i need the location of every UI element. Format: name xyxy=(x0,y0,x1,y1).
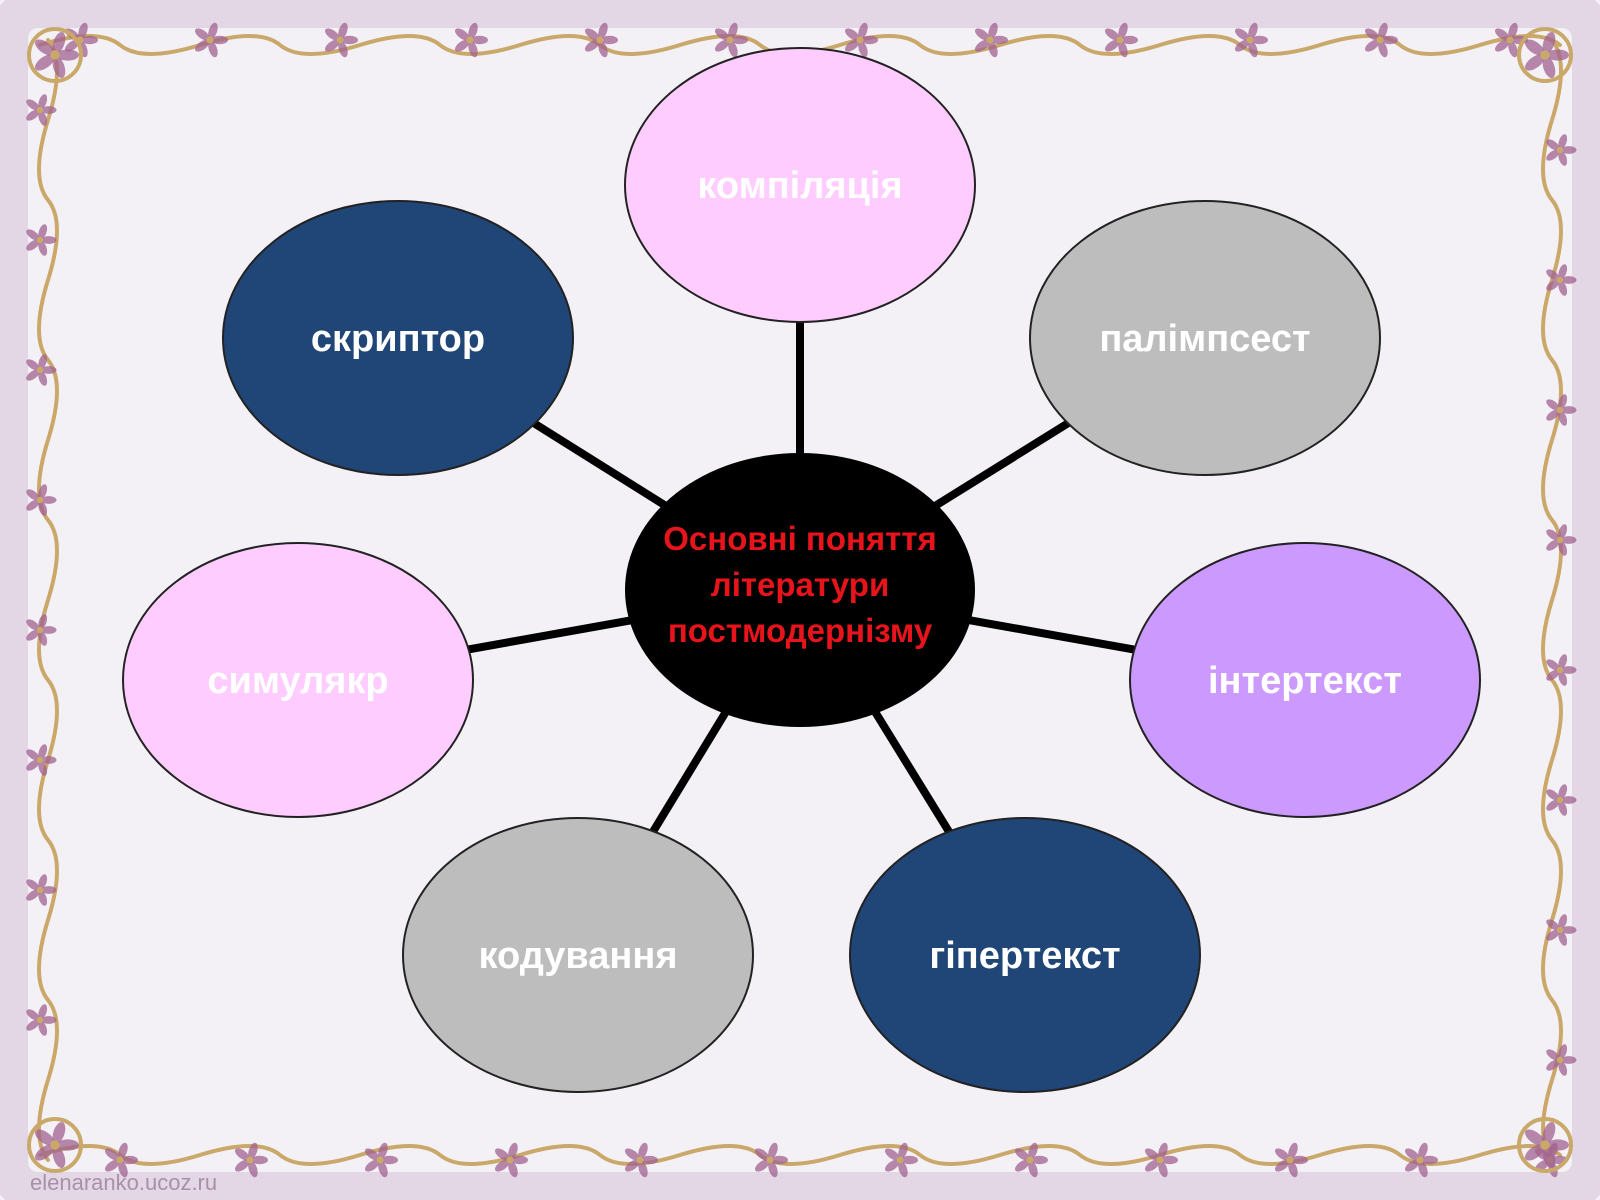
flower-icon xyxy=(1546,654,1577,686)
flower-icon xyxy=(105,1142,138,1178)
flower-icon xyxy=(1546,1044,1577,1076)
node-koduvannya: кодування xyxy=(402,817,754,1093)
node-label: кодування xyxy=(478,935,677,977)
flower-icon xyxy=(1546,914,1577,946)
flower-icon xyxy=(1235,22,1268,58)
flower-icon xyxy=(1015,1142,1048,1178)
flower-icon xyxy=(1405,1142,1438,1178)
flower-icon xyxy=(325,22,358,58)
flower-icon xyxy=(26,94,57,126)
frame-vine-right xyxy=(1541,38,1563,1162)
flower-icon xyxy=(1525,1122,1570,1168)
corner-ornament-icon xyxy=(27,1117,83,1173)
flower-icon xyxy=(625,1142,658,1178)
flower-icon xyxy=(1546,264,1577,296)
corner-ornament-icon xyxy=(1517,1117,1573,1173)
flower-icon xyxy=(235,1142,268,1178)
flower-icon xyxy=(585,22,618,58)
flower-icon xyxy=(1145,1142,1178,1178)
flower-icon xyxy=(26,874,57,906)
node-shape xyxy=(222,200,574,476)
flower-icon xyxy=(1275,1142,1308,1178)
node-symulyakr: симулякр xyxy=(122,542,474,818)
flower-icon xyxy=(26,1004,57,1036)
node-kompilyatsiya: компіляція xyxy=(624,47,976,323)
flower-icon xyxy=(1546,394,1577,426)
flower-icon xyxy=(195,22,229,58)
node-label: компіляція xyxy=(697,165,902,207)
flower-icon xyxy=(26,614,57,646)
flower-icon xyxy=(35,1122,79,1168)
corner-ornament-icon xyxy=(27,27,83,83)
corner-ornament-icon xyxy=(1517,27,1573,83)
node-shape xyxy=(624,47,976,323)
node-palimpsest: палімпсест xyxy=(1029,200,1381,476)
frame-vine-left xyxy=(37,38,59,1162)
node-intertekst: інтертекст xyxy=(1129,542,1481,818)
node-shape xyxy=(1029,200,1381,476)
flower-icon xyxy=(975,22,1008,58)
watermark: elenaranko.ucoz.ru xyxy=(30,1170,218,1195)
flower-icon xyxy=(26,744,57,776)
flower-icon xyxy=(1525,32,1570,78)
node-gipertekst: гіпертекст xyxy=(849,817,1201,1093)
flower-icon xyxy=(26,224,57,256)
center-node-label-line: постмодернізму xyxy=(668,612,933,649)
node-shape xyxy=(849,817,1201,1093)
node-label: палімпсест xyxy=(1099,318,1310,360)
flower-icon xyxy=(495,1142,528,1178)
node-shape xyxy=(1129,542,1481,818)
flower-icon xyxy=(1546,524,1577,556)
flower-icon xyxy=(845,22,878,58)
frame-vine-bottom xyxy=(38,1144,1562,1166)
flower-icon xyxy=(26,484,57,516)
node-skryptor: скриптор xyxy=(222,200,574,476)
flower-icon xyxy=(885,1142,918,1178)
node-shape xyxy=(402,817,754,1093)
flower-icon xyxy=(455,22,488,58)
center-node-label-line: літератури xyxy=(711,566,890,603)
nodes: компіляція палімпсест інтертекст гіпертекст… xyxy=(122,47,1481,1093)
node-label: гіпертекст xyxy=(929,935,1120,977)
flower-icon xyxy=(1365,22,1398,58)
node-label: скриптор xyxy=(311,318,485,360)
flower-icon xyxy=(755,1142,788,1178)
flower-icon xyxy=(715,22,748,58)
flower-icon xyxy=(365,1142,398,1178)
center-node-label-line: Основні поняття xyxy=(663,520,937,557)
flower-icon xyxy=(1105,22,1138,58)
node-label: інтертекст xyxy=(1208,660,1402,702)
center-node: Основні поняття літератури постмодернізму xyxy=(625,453,975,727)
node-shape xyxy=(122,542,474,818)
flower-icon xyxy=(35,32,79,78)
flower-icon xyxy=(1546,134,1577,166)
center-node-shape xyxy=(625,453,975,727)
node-label: симулякр xyxy=(207,660,388,702)
flower-icon xyxy=(26,354,57,386)
flower-icon xyxy=(1546,784,1577,816)
